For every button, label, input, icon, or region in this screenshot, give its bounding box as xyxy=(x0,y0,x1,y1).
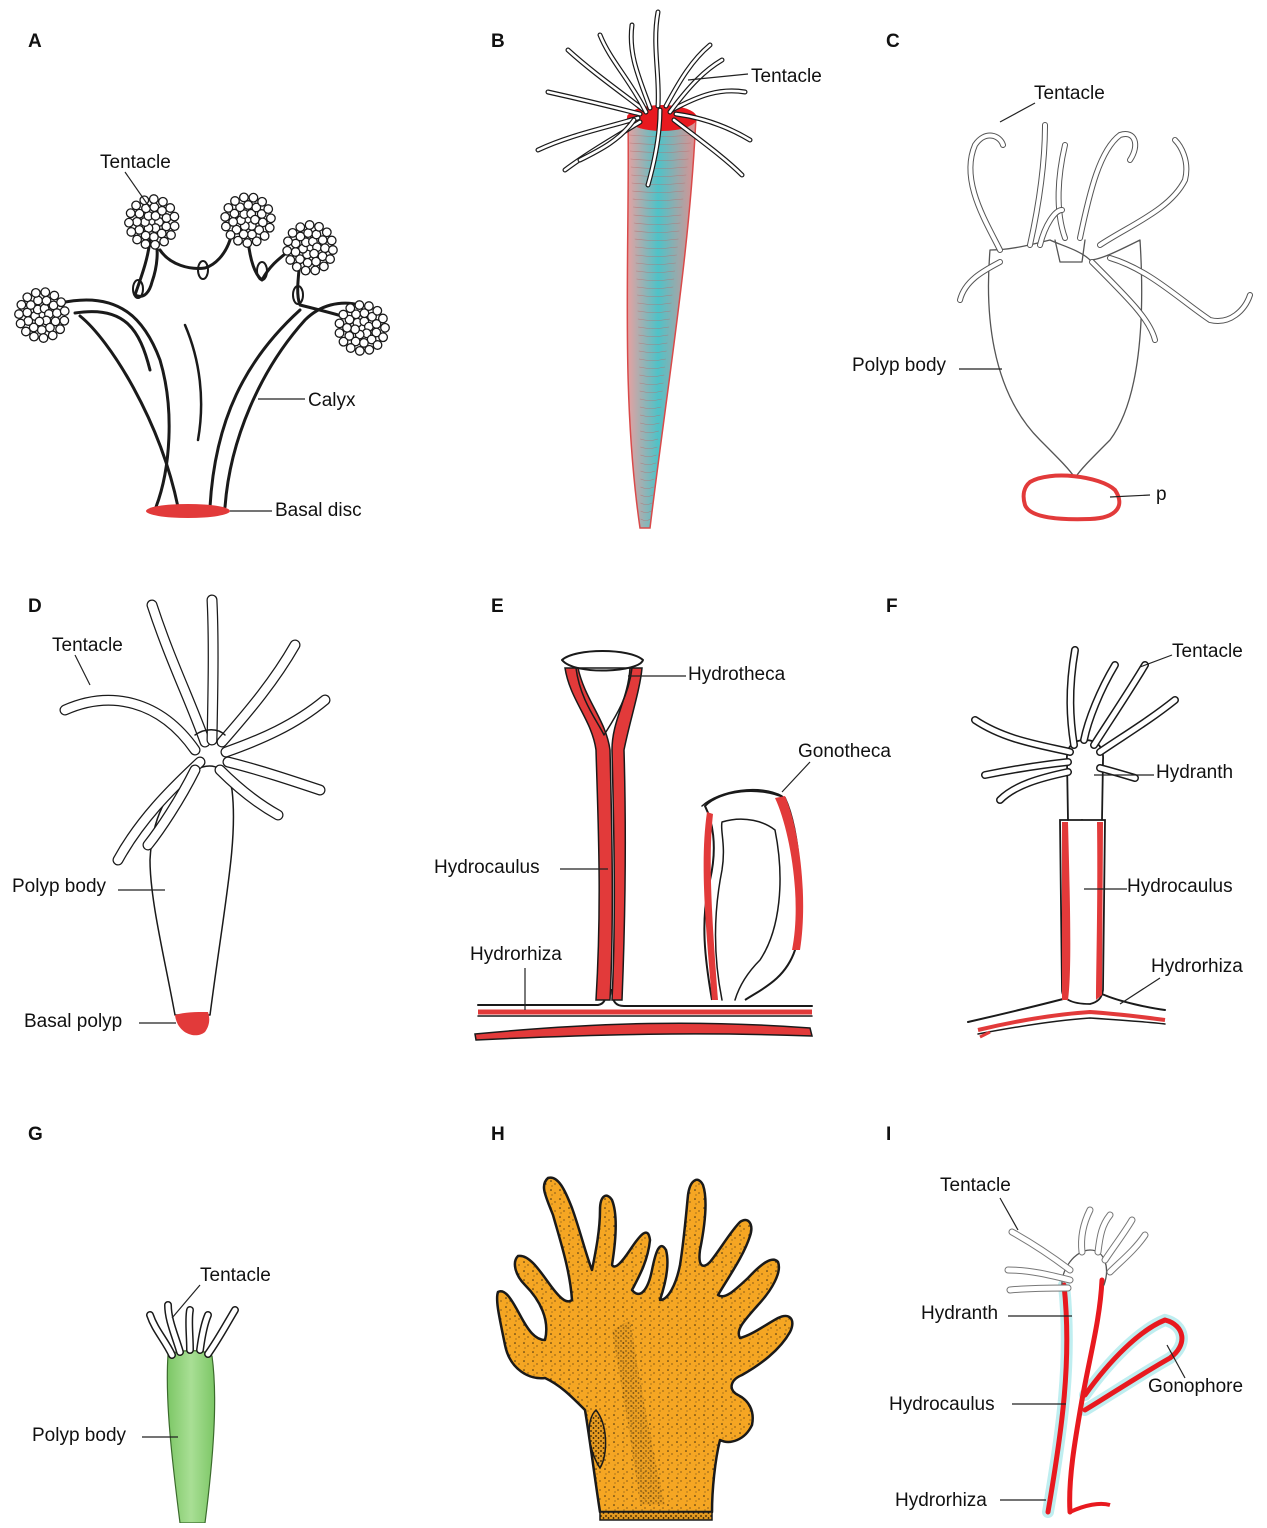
label-hydrorhiza-f: Hydrorhiza xyxy=(1151,956,1243,977)
panel-f: F Tentacle Hydranth Hydrocaulus Hydrorhi… xyxy=(886,596,1243,1037)
label-p-c: p xyxy=(1156,484,1167,505)
label-calyx-a: Calyx xyxy=(308,390,356,411)
label-hydrocaulus-i: Hydrocaulus xyxy=(889,1394,995,1415)
panel-g: G Tentacle Polyp body xyxy=(28,1124,271,1523)
panel-b: B Tentacle xyxy=(491,12,822,528)
panel-letter-g: G xyxy=(28,1124,43,1145)
label-basal-disc-a: Basal disc xyxy=(275,500,362,521)
label-tentacle-i: Tentacle xyxy=(940,1175,1011,1196)
panel-letter-b: B xyxy=(491,31,505,52)
panel-letter-d: D xyxy=(28,596,42,617)
panel-a: A Tentacle Calyx Basal disc xyxy=(15,31,390,521)
basal-disc-a xyxy=(146,504,230,518)
panel-h: H xyxy=(491,1124,792,1520)
label-tentacle-f: Tentacle xyxy=(1172,641,1243,662)
panel-letter-e: E xyxy=(491,596,504,617)
label-tentacle-c: Tentacle xyxy=(1034,83,1105,104)
label-polyp-body-c: Polyp body xyxy=(852,355,947,376)
label-hydrocaulus-e: Hydrocaulus xyxy=(434,857,540,878)
polyp-body-b xyxy=(627,116,696,528)
basal-polyp-d xyxy=(175,1012,209,1035)
panel-d: D Tentacle Polyp body Basal polyp xyxy=(12,596,325,1035)
panel-letter-h: H xyxy=(491,1124,505,1145)
panel-e: E Hydrotheca Gonotheca Hydrocaulus Hydro… xyxy=(434,596,891,1040)
panel-i: I Tentacle Hydranth Hydrocaulus Gonophor… xyxy=(886,1124,1243,1512)
label-tentacle-d: Tentacle xyxy=(52,635,123,656)
tentacles-c xyxy=(960,125,1250,340)
label-hydrorhiza-e: Hydrorhiza xyxy=(470,944,562,965)
label-gonophore-i: Gonophore xyxy=(1148,1376,1243,1397)
label-hydrocaulus-f: Hydrocaulus xyxy=(1127,876,1233,897)
label-polyp-body-g: Polyp body xyxy=(32,1425,127,1446)
label-tentacle-g: Tentacle xyxy=(200,1265,271,1286)
label-tentacle-a: Tentacle xyxy=(100,152,171,173)
label-hydrorhiza-i: Hydrorhiza xyxy=(895,1490,987,1511)
panel-c: C Tentacle Polyp body p xyxy=(852,31,1250,519)
panel-letter-f: F xyxy=(886,596,898,617)
tentacles-f xyxy=(975,650,1175,800)
label-tentacle-b: Tentacle xyxy=(751,66,822,87)
tentacles-g xyxy=(150,1305,235,1355)
label-basal-polyp-d: Basal polyp xyxy=(24,1011,122,1032)
panel-letter-i: I xyxy=(886,1124,891,1145)
panel-letter-a: A xyxy=(28,31,42,52)
label-gonotheca-e: Gonotheca xyxy=(798,741,891,762)
peduncle-c xyxy=(1024,476,1120,520)
label-hydrotheca-e: Hydrotheca xyxy=(688,664,786,685)
label-polyp-body-d: Polyp body xyxy=(12,876,107,897)
tentacles-i xyxy=(1008,1210,1145,1290)
capitate-tentacle-clusters xyxy=(15,193,390,355)
label-hydranth-i: Hydranth xyxy=(921,1303,998,1324)
polyp-body-c xyxy=(988,240,1141,478)
panel-letter-c: C xyxy=(886,31,900,52)
label-hydranth-f: Hydranth xyxy=(1156,762,1233,783)
